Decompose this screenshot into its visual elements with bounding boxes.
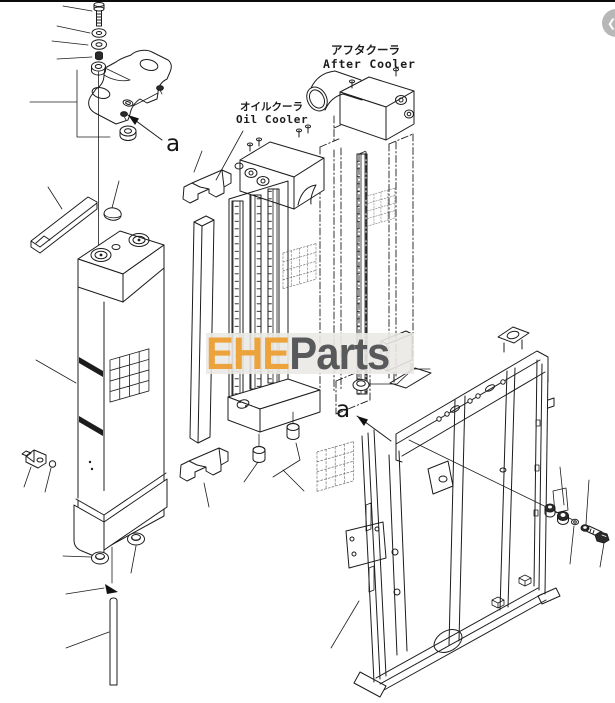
rubber-pad-upper bbox=[182, 130, 244, 204]
sleeve-bushing bbox=[252, 423, 300, 463]
washer bbox=[571, 518, 579, 526]
rubber-pad-lower bbox=[179, 447, 229, 508]
radiator-top-tank bbox=[77, 230, 165, 303]
watermark-text-secondary: Parts bbox=[289, 333, 390, 374]
oil-cooler bbox=[227, 124, 325, 492]
flanged-nut bbox=[119, 125, 137, 141]
cap-part bbox=[103, 180, 122, 221]
radiator-bottom-tank bbox=[73, 472, 168, 558]
watermark-text-primary: EHE bbox=[206, 333, 290, 374]
after-cooler-tank bbox=[339, 76, 415, 141]
o-ring bbox=[48, 460, 57, 468]
after-cooler bbox=[282, 67, 432, 492]
long-bar bbox=[30, 186, 98, 254]
label-oil-cooler-en: Oil Cooler bbox=[236, 113, 309, 126]
top-border bbox=[0, 0, 615, 2]
view-arrow-left bbox=[127, 114, 163, 141]
view-arrow-right bbox=[356, 415, 392, 442]
watermark: EHEParts bbox=[206, 333, 414, 374]
view-marker-left-label: a bbox=[166, 131, 181, 157]
washer bbox=[91, 39, 107, 50]
frame-fasteners bbox=[544, 466, 610, 568]
bolt bbox=[585, 525, 610, 544]
mounting-bracket bbox=[88, 49, 172, 125]
drain-valve bbox=[21, 449, 57, 493]
mounting-hardware-stack bbox=[29, 2, 137, 251]
radiator-mounts bbox=[62, 532, 145, 686]
floating-nav-button[interactable]: ❮ bbox=[602, 9, 615, 37]
filler-cap bbox=[90, 233, 150, 262]
after-cooler-elbow-pipe bbox=[306, 70, 363, 112]
collar bbox=[544, 503, 556, 518]
nut bbox=[557, 511, 569, 525]
mesh-screen bbox=[109, 348, 150, 403]
grommet-center bbox=[352, 368, 431, 391]
plug bbox=[95, 51, 103, 61]
seal-strip bbox=[189, 215, 215, 444]
pin-arrow bbox=[105, 584, 118, 594]
label-after-cooler-jp: アフタクーラ bbox=[331, 43, 400, 57]
view-marker-right-label: a bbox=[336, 397, 351, 423]
bolt bbox=[93, 2, 105, 27]
grommet bbox=[91, 532, 145, 565]
label-after-cooler-en: After Cooler bbox=[323, 57, 416, 71]
label-oil-cooler-jp: オイルクーラ bbox=[240, 101, 303, 113]
radiator bbox=[35, 230, 168, 558]
watermark-text: EHEParts bbox=[206, 333, 390, 374]
washer bbox=[91, 28, 107, 38]
rod bbox=[109, 597, 118, 686]
oil-cooler-bottom-tank bbox=[227, 378, 321, 433]
chevron-left-icon: ❮ bbox=[607, 17, 615, 30]
